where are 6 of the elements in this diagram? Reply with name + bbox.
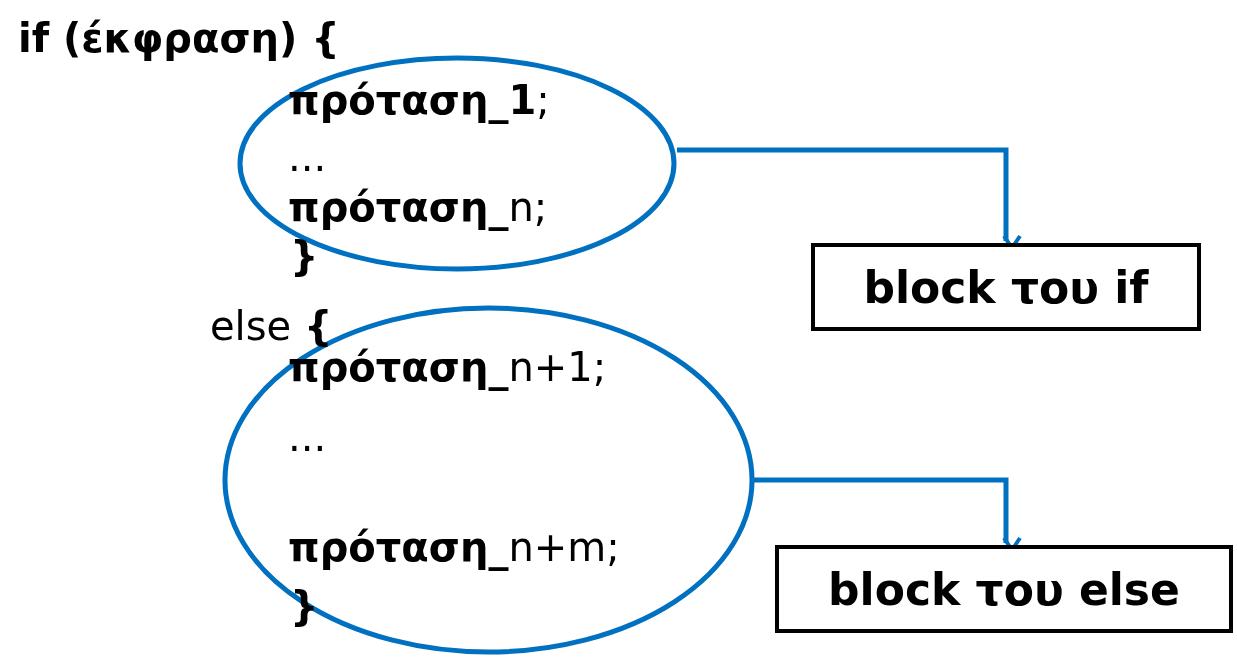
code-line: ... <box>288 417 327 457</box>
block-box: block του else <box>775 545 1233 633</box>
block-box: block του if <box>811 243 1201 331</box>
code-line: } <box>290 236 319 276</box>
code-line: else { <box>210 306 333 346</box>
code-line: ... <box>288 137 327 177</box>
